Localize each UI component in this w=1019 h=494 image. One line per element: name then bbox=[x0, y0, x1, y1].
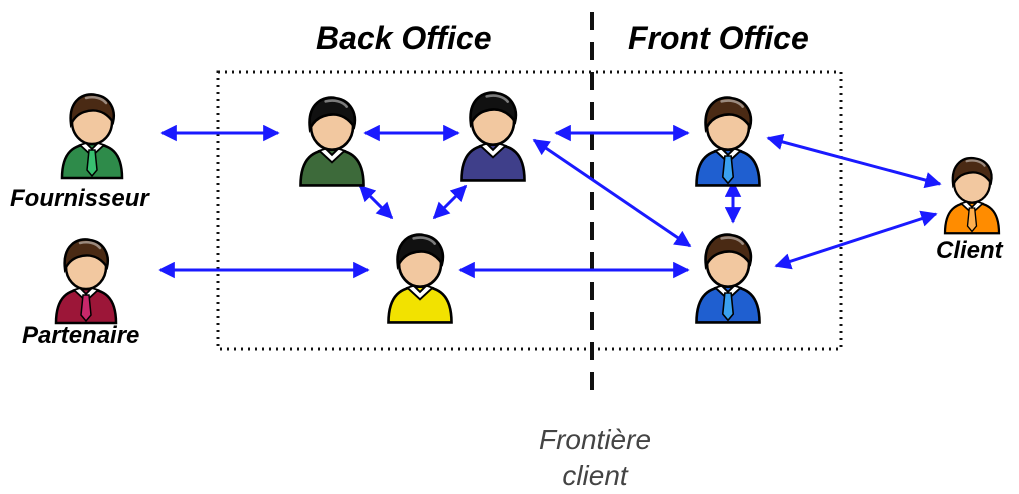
link-arrow-fo-1-client bbox=[766, 133, 942, 189]
person-icon-partenaire bbox=[54, 238, 118, 325]
person-icon-client bbox=[943, 156, 1001, 235]
link-arrow-fo-2-client bbox=[774, 210, 938, 270]
actor-label-fournisseur: Fournisseur bbox=[10, 185, 149, 212]
actor-label-client: Client bbox=[936, 237, 1003, 264]
person-icon-fo-1 bbox=[695, 96, 761, 187]
boundary-label: Frontière client bbox=[500, 422, 690, 494]
person-icon-bo-2 bbox=[460, 91, 526, 182]
person-icon-fournisseur bbox=[60, 93, 124, 180]
person-icon-fo-2 bbox=[695, 233, 761, 324]
front-office-title: Front Office bbox=[628, 20, 809, 56]
person-icon-bo-1 bbox=[299, 96, 365, 187]
link-arrow-bo-2-fo-2 bbox=[532, 138, 692, 248]
back-office-title: Back Office bbox=[316, 20, 492, 56]
link-arrow-bo-2-bo-3 bbox=[432, 184, 468, 220]
actor-label-partenaire: Partenaire bbox=[22, 322, 140, 349]
office-boundary-box bbox=[216, 70, 843, 351]
boundary-label-line1: Frontière bbox=[538, 424, 652, 455]
links-layer bbox=[158, 124, 942, 279]
link-arrow-bo-1-bo-3 bbox=[358, 184, 394, 220]
person-icon-bo-3 bbox=[387, 233, 453, 324]
actors-layer bbox=[54, 91, 1001, 325]
boundary-label-line2: client bbox=[562, 460, 628, 491]
